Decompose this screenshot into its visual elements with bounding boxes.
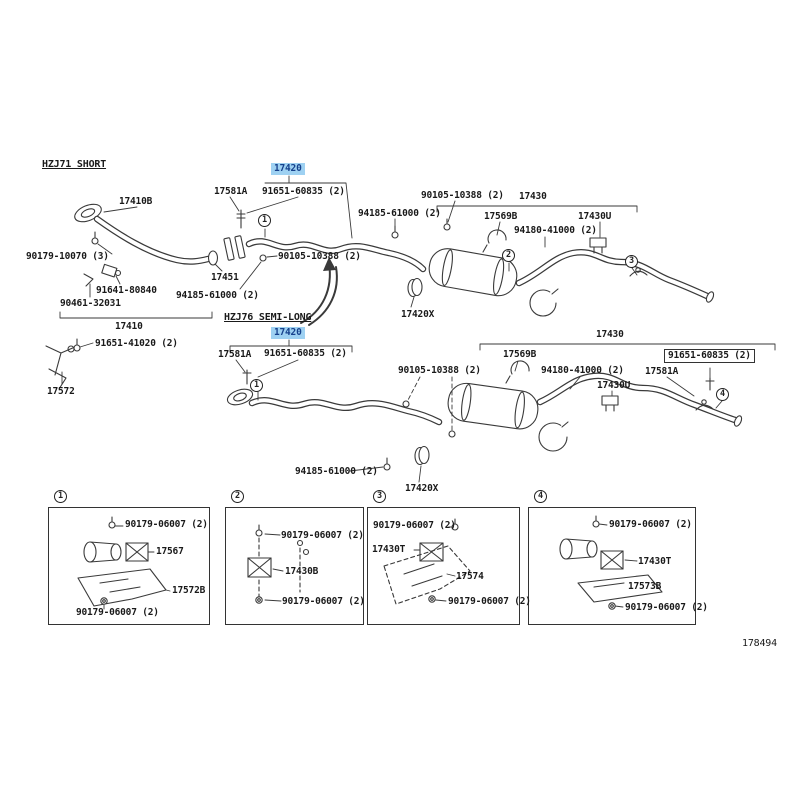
part-label-90105-10388-a-short: 90105-10388 (2) <box>421 190 504 201</box>
part-label-91651-60835-short: 91651-60835 (2) <box>262 186 345 197</box>
drawing-number: 178494 <box>742 638 777 649</box>
detail-box-3-number: 3 <box>373 490 386 503</box>
variant-label-hzj76-semilong: HZJ76 SEMI-LONG <box>224 312 312 323</box>
part-label-17410-short: 17410 <box>115 321 143 332</box>
detail-box-1-number: 1 <box>54 490 67 503</box>
part-label-17430-short: 17430 <box>519 191 547 202</box>
callout-3-short: 3 <box>625 255 638 268</box>
highlighted-part-17420-short[interactable]: 17420 <box>271 163 305 175</box>
callout-4-semi: 4 <box>716 388 729 401</box>
part-label-91641-80840-short: 91641-80840 <box>96 285 157 296</box>
detail-box-1 <box>48 507 210 625</box>
detail-box-4-number: 4 <box>534 490 547 503</box>
short-leader-lines <box>59 175 638 385</box>
part-label-17430b-box2: 17430B <box>285 566 319 577</box>
part-label-90179-06007-box4-bottom: 90179-06007 (2) <box>625 602 708 613</box>
part-label-94185-61000-b-short: 94185-61000 (2) <box>176 290 259 301</box>
part-label-17567-box1: 17567 <box>156 546 184 557</box>
part-label-17451-short: 17451 <box>211 272 239 283</box>
short-main-pipe <box>245 238 427 273</box>
part-label-17430t-box4: 17430T <box>638 556 672 567</box>
part-label-91651-60835-right-semi: 91651-60835 (2) <box>664 349 755 363</box>
part-label-90179-06007-box3-top: 90179-06007 (2) <box>373 520 456 531</box>
callout-1-semi: 1 <box>250 379 263 392</box>
part-label-90179-06007-box4-top: 90179-06007 (2) <box>609 519 692 530</box>
part-label-17569b-semi: 17569B <box>503 349 537 360</box>
part-label-17430u-semi: 17430U <box>597 380 631 391</box>
part-label-17573b-box4: 17573B <box>628 581 662 592</box>
detail-box-4 <box>528 507 696 625</box>
part-label-17572-short: 17572 <box>47 386 75 397</box>
callout-2-short: 2 <box>502 249 515 262</box>
part-label-90179-10070-short: 90179-10070 (3) <box>26 251 109 262</box>
part-label-17572b-box1: 17572B <box>172 585 206 596</box>
part-label-94180-41000-short: 94180-41000 (2) <box>514 225 597 236</box>
variant-label-hzj71-short: HZJ71 SHORT <box>42 159 107 170</box>
semi-leader-lines <box>229 339 776 483</box>
part-label-90179-06007-box1-bottom: 90179-06007 (2) <box>76 607 159 618</box>
part-label-17420x-short: 17420X <box>401 309 435 320</box>
part-label-90179-06007-box1-top: 90179-06007 (2) <box>125 519 208 530</box>
semi-hardware <box>383 360 715 471</box>
part-label-90105-10388-b-short: 90105-10388 (2) <box>278 251 361 262</box>
detail-box-2 <box>225 507 364 625</box>
short-tail-pipe <box>515 248 715 303</box>
part-label-90179-06007-box3-bottom: 90179-06007 (2) <box>448 596 531 607</box>
detail-box1-art <box>77 516 171 610</box>
part-label-90461-32031-short: 90461-32031 <box>60 298 121 309</box>
short-front-pipe <box>74 203 246 266</box>
semi-muffler <box>447 382 539 430</box>
part-label-91651-60835-left-semi: 91651-60835 (2) <box>264 348 347 359</box>
detail-box3-art <box>383 518 471 605</box>
part-label-17574-box3: 17574 <box>456 571 484 582</box>
part-label-17569b-short: 17569B <box>484 211 518 222</box>
part-label-17420x-semi: 17420X <box>405 483 439 494</box>
part-label-90179-06007-box2-top: 90179-06007 (2) <box>281 530 364 541</box>
short-muffler <box>428 248 518 297</box>
callout-1-short: 1 <box>258 214 271 227</box>
detail-box-3 <box>367 507 520 625</box>
semi-tail-pipe <box>536 372 743 427</box>
part-label-94185-61000-a-short: 94185-61000 (2) <box>358 208 441 219</box>
part-label-94180-41000-semi: 94180-41000 (2) <box>541 365 624 376</box>
part-label-17430u-short: 17430U <box>578 211 612 222</box>
highlighted-part-17420-semi[interactable]: 17420 <box>271 327 305 339</box>
part-label-17410b-short: 17410B <box>119 196 153 207</box>
semi-front-pipe <box>226 369 443 426</box>
detail-box4-art <box>559 515 663 610</box>
part-label-17430-semi: 17430 <box>596 329 624 340</box>
part-label-94185-61000-semi: 94185-61000 (2) <box>295 466 378 477</box>
part-label-90105-10388-semi: 90105-10388 (2) <box>398 365 481 376</box>
part-label-90179-06007-box2-bottom: 90179-06007 (2) <box>282 596 365 607</box>
part-label-17581a-left-semi: 17581A <box>218 349 252 360</box>
part-label-17581a-right-semi: 17581A <box>645 366 679 377</box>
part-label-91651-41020-short: 91651-41020 (2) <box>95 338 178 349</box>
part-label-17581a-short: 17581A <box>214 186 248 197</box>
part-label-17430t-box3: 17430T <box>372 544 406 555</box>
detail-box2-art <box>247 524 310 604</box>
detail-box-2-number: 2 <box>231 490 244 503</box>
